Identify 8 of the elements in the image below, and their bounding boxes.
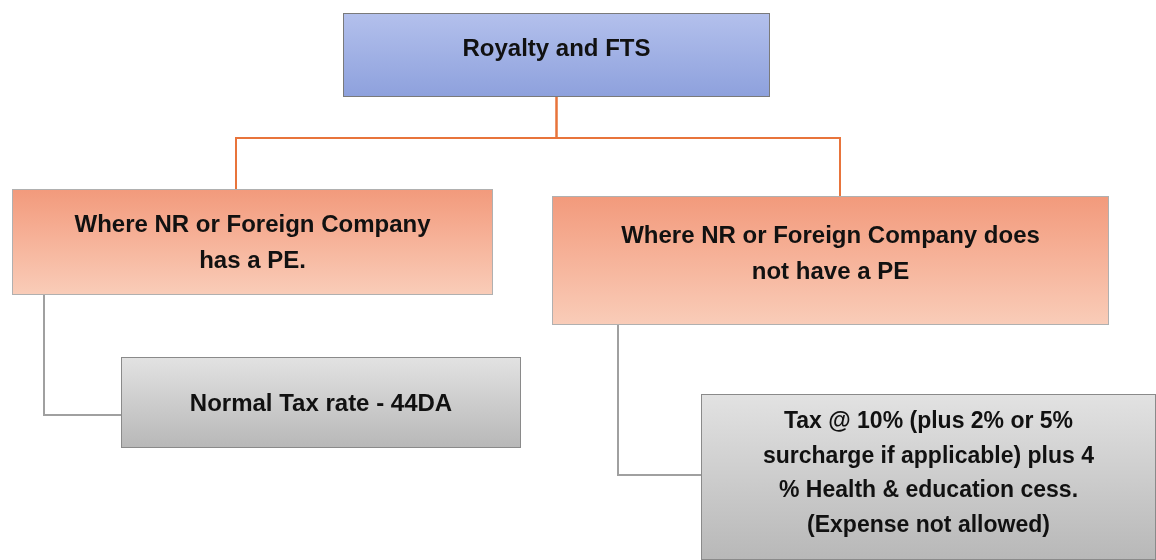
condition-box: Where NR or Foreign Company has a PE. bbox=[12, 189, 493, 295]
condition-box: Where NR or Foreign Company does not have a PE bbox=[552, 196, 1109, 325]
title-box: Royalty and FTS bbox=[343, 13, 770, 97]
connector-line bbox=[43, 294, 122, 416]
connector-line bbox=[617, 324, 702, 476]
result-box: Normal Tax rate - 44DA bbox=[121, 357, 521, 448]
result-box: Tax @ 10% (plus 2% or 5% surcharge if applicable) plus 4 % Health & education cess. (Expense not allowed) bbox=[701, 394, 1156, 560]
connector-line bbox=[555, 96, 841, 197]
